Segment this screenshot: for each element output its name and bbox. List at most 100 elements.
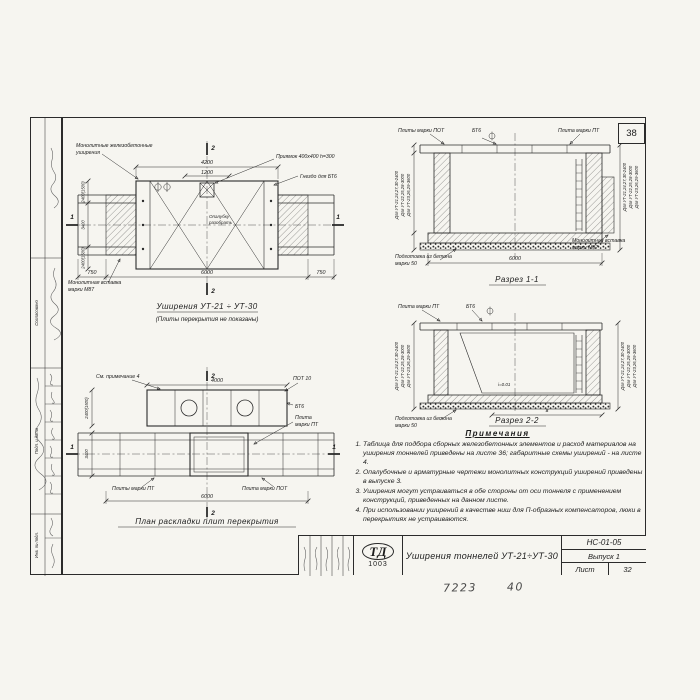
- plan-widening-subtitle: (Плиты перекрытия не показаны): [156, 316, 259, 323]
- cut-mark-2: 2: [210, 373, 215, 380]
- dim-left: 3400: [84, 449, 89, 459]
- pit-callout: Приямок 400х400 h=300: [276, 154, 335, 160]
- dim-rotated: Для УТ-23,26,29-3600: [634, 165, 639, 209]
- slope-label: i=0.01: [498, 382, 511, 387]
- dim-rotated: Для УТ-21,24,27,30-2400: [394, 341, 399, 391]
- dim-variable: в: [546, 408, 549, 414]
- dim-6000: 6000: [201, 270, 213, 276]
- section-2-2-linework: [411, 306, 621, 427]
- socket-callout: Гнездо для БТ6: [300, 174, 337, 180]
- signature-scribbles: [303, 546, 351, 572]
- section-2-2: Плита марки ПТ БТ6 i=0.01 Для УТ-21,24,2…: [394, 304, 637, 429]
- insert-callout: марки М87: [572, 245, 599, 251]
- pt-label: Плита: [295, 415, 312, 421]
- base-callout: Подготовка из бетона: [395, 254, 452, 260]
- cut-mark-1: 1: [336, 214, 340, 221]
- strip-label: Инв. № подл.: [34, 532, 39, 558]
- logo-cell: ТД 1003: [354, 536, 403, 575]
- dim-rotated: Для УТ-22,25,28-3000: [626, 344, 631, 388]
- doc-info: НС-01-05 Выпуск 1 Лист 32: [562, 536, 646, 575]
- strip-label: Согласовано: [34, 300, 39, 326]
- formwork-note: разобрать: [208, 220, 233, 225]
- base-callout: марки 50: [395, 261, 417, 267]
- title-block: ТД 1003 Уширения тоннелей УТ-21÷УТ-30 НС…: [298, 535, 646, 576]
- doc-number: НС-01-05: [562, 536, 646, 550]
- cut-mark-1: 1: [332, 444, 336, 451]
- approval-strip-canvas: Согласовано Подп. и дата Инв. № подл.: [31, 118, 63, 576]
- dim-left: 3400: [81, 220, 86, 230]
- dim-left: 2400(1500): [84, 397, 89, 420]
- section-2-title: Разрез 2-2: [495, 416, 539, 425]
- signature-columns-canvas: [303, 536, 351, 576]
- dim-4000: 4000: [211, 378, 223, 384]
- plan-slabs: См. примечание 4 4000 ПОТ 10 БТ6 Плита м…: [66, 367, 340, 528]
- cut-mark-1: 1: [70, 214, 74, 221]
- cut-mark-2: 2: [210, 510, 215, 517]
- dim-6000: 6000: [509, 256, 521, 262]
- dim-rotated: Для УТ-21,24,27,30-2400: [622, 162, 627, 212]
- note-item: Таблица для подбора сборных железобетонн…: [363, 441, 643, 467]
- plan-widening-linework: [66, 141, 344, 313]
- note-ref: См. примечание 4: [96, 374, 140, 380]
- signature-scribbles: [34, 147, 61, 569]
- notes-list: Таблица для подбора сборных железобетонн…: [352, 441, 643, 525]
- note-item: Опалубочные и арматурные чертежи монолит…: [363, 469, 643, 487]
- dim-rotated: Для УТ-23,26,29-3600: [406, 344, 411, 388]
- doc-issue: Выпуск 1: [562, 550, 646, 563]
- dim-left: 2400(1500): [81, 181, 86, 204]
- insert-callout: Монолитная вставка: [572, 238, 625, 244]
- plan-slabs-linework: [66, 367, 340, 528]
- section-1-1: Плиты марки ПОТ БТ6 Плита марки ПТ Для У…: [394, 128, 639, 286]
- dim-4200: 4200: [201, 160, 213, 166]
- section-1-title: Разрез 1-1: [495, 275, 539, 284]
- formwork-note: Опалубку: [209, 214, 230, 219]
- dim-750-right: 750: [317, 270, 326, 276]
- plan-widening: Монолитные железобетонные уширения 4200 …: [66, 141, 344, 323]
- signature-columns: [299, 536, 354, 576]
- slabs-pt-label: Плиты марки ПТ: [112, 486, 155, 492]
- dim-1200: 1200: [201, 170, 213, 176]
- insert-callout: марки М87: [68, 287, 95, 293]
- td-logo: ТД: [362, 543, 394, 560]
- slab-pt-label: Плита марки ПТ: [398, 304, 440, 310]
- base-callout: Подготовка из бетона: [395, 416, 452, 422]
- pot10-label: ПОТ 10: [293, 376, 311, 382]
- note-item: При использовании уширений в качестве ни…: [363, 507, 643, 525]
- dim-rotated: Для УТ-21,24,27,30-2400: [394, 170, 399, 220]
- bt6-label: БТ6: [472, 128, 481, 134]
- sheet-number-row: Лист 32: [562, 563, 646, 575]
- cut-mark-2: 2: [210, 145, 215, 152]
- cut-mark-1: 1: [70, 444, 74, 451]
- dim-rotated: Для УТ-21,24,27,30-2400: [620, 341, 625, 391]
- logo-number: 1003: [368, 561, 388, 568]
- slab-pt-label: Плита марки ПТ: [558, 128, 600, 134]
- pt-label: марки ПТ: [295, 422, 319, 428]
- dim-6000: 6000: [201, 494, 213, 500]
- slabs-pot-label: Плиты марки ПОТ: [398, 128, 445, 134]
- bt6-label: БТ6: [295, 404, 304, 410]
- section-1-1-linework: [411, 131, 623, 286]
- handwritten-number: 7223 40: [442, 580, 525, 595]
- bt6-label: БТ6: [466, 304, 475, 310]
- drawing-canvas: Монолитные железобетонные уширения 4200 …: [66, 128, 639, 528]
- dim-rotated: Для УТ-22,25,28-3000: [400, 344, 405, 388]
- plan-widening-title: Уширения УТ-21 ÷ УТ-30: [155, 302, 257, 311]
- plan-slabs-title: План раскладки плит перекрытия: [135, 517, 279, 526]
- dim-750-left: 750: [88, 270, 97, 276]
- sheet-label: Лист: [562, 563, 609, 575]
- sheet-corner-number: 38: [618, 123, 645, 144]
- drawing-title: Уширения тоннелей УТ-21÷УТ-30: [403, 536, 562, 575]
- dim-rotated: Для УТ-22,25,28-3000: [400, 173, 405, 217]
- dim-rotated: Для УТ-23,26,29-3600: [632, 344, 637, 388]
- note-item: Уширения могут устраиваться в обе сторон…: [363, 488, 643, 506]
- dim-rotated: Для УТ-23,26,29-3600: [406, 173, 411, 217]
- widening-callout: уширения: [75, 150, 100, 156]
- dim-rotated: Для УТ-22,25,28-3000: [628, 165, 633, 209]
- slab-pot-label: Плита марки ПОТ: [242, 486, 288, 492]
- approval-strip: Согласовано Подп. и дата Инв. № подл.: [30, 117, 63, 576]
- dim-left: 2400(1500): [81, 247, 86, 270]
- notes-section: Примечания Таблица для подбора сборных ж…: [352, 429, 643, 526]
- base-callout: марки 50: [395, 423, 417, 429]
- sheet-number: 32: [623, 564, 632, 574]
